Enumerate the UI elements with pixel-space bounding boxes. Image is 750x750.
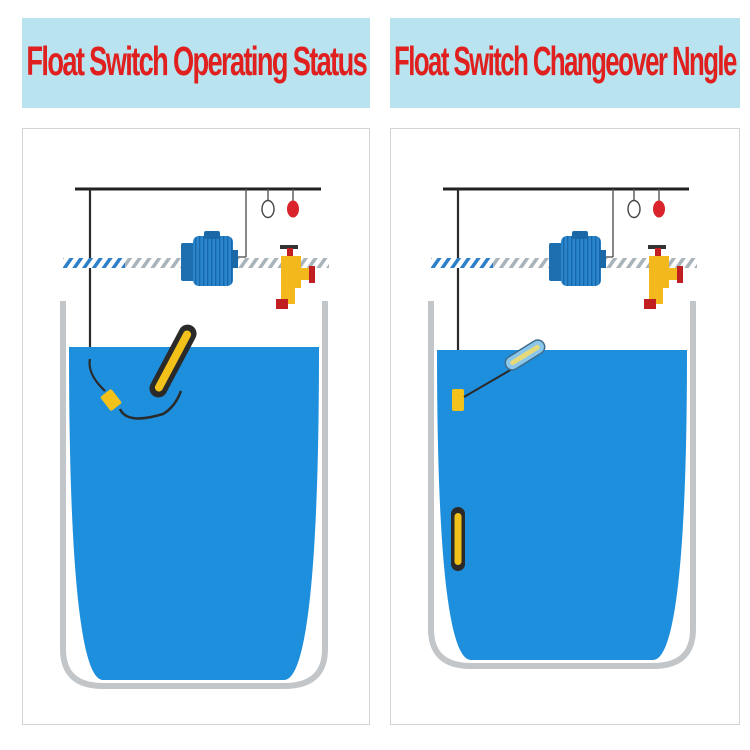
water-tank-icon — [60, 301, 328, 689]
indicator-lamp-icon — [261, 199, 299, 219]
indicator-lamp-icon — [627, 199, 665, 219]
pump-motor-icon — [549, 231, 606, 286]
pump-motor-icon — [181, 231, 238, 286]
title-banner-changeover-angle: Float Switch Changeover Nngle — [390, 18, 740, 108]
float-switch-icon — [451, 339, 546, 571]
float-switch-icon — [88, 324, 197, 420]
water-tank-icon — [428, 301, 696, 669]
title-banner-operating-status: Float Switch Operating Status — [22, 18, 370, 108]
title-changeover-angle: Float Switch Changeover Nngle — [394, 40, 737, 85]
title-operating-status: Float Switch Operating Status — [26, 40, 367, 85]
faucet-icon — [276, 245, 315, 309]
operating-status-diagram — [22, 128, 370, 725]
changeover-angle-diagram — [390, 128, 740, 725]
control-wiring — [75, 187, 321, 359]
operating-status-illustration — [60, 187, 329, 689]
changeover-angle-illustration — [428, 187, 697, 669]
faucet-icon — [644, 245, 683, 309]
